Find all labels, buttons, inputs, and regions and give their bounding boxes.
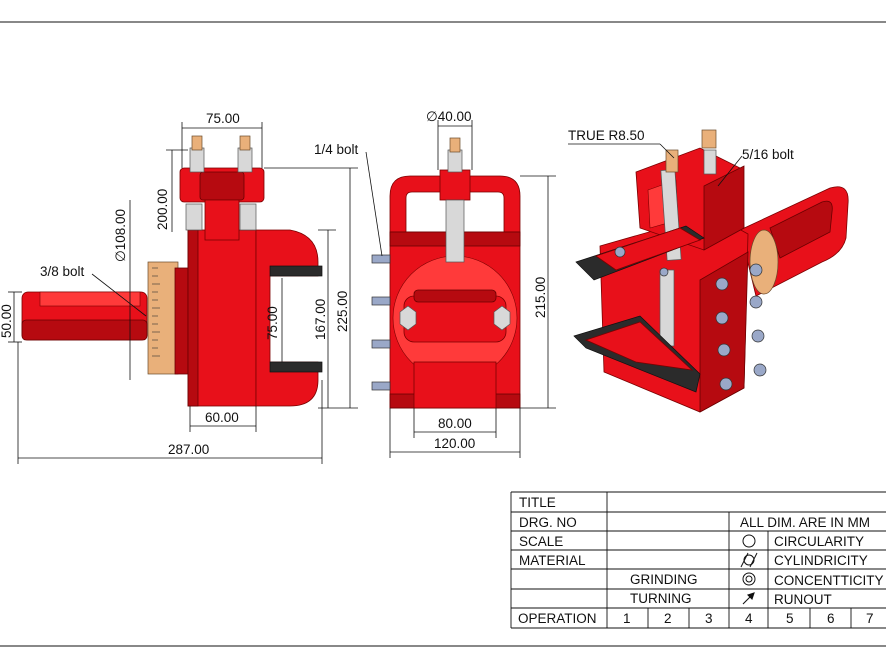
dim-side-60: 60.00 [205,410,239,425]
tb-scale-label: SCALE [519,534,563,549]
tb-op-2: 2 [664,611,672,626]
tb-turning: TURNING [630,591,692,606]
title-block: TITLE DRG. NO SCALE MATERIAL GRINDING TU… [510,491,886,629]
tb-op-4: 4 [745,611,753,626]
dim-side-left-50: 50.00 [0,304,14,338]
isometric-view: TRUE R8.50 5/16 bolt [568,128,849,413]
iso-side-bolts [715,263,767,391]
tb-cylindricity: CYLINDRICITY [774,553,868,568]
dim-front-215: 215.00 [533,277,548,318]
tb-operation-label: OPERATION [518,611,597,626]
tb-grinding: GRINDING [630,572,698,587]
dim-side-width-top: 75.00 [206,111,240,126]
dim-side-225: 225.00 [335,291,350,332]
tb-op-5: 5 [786,611,794,626]
tb-op-7: 7 [866,611,874,626]
tb-title-label: TITLE [519,495,556,510]
label-iso-radius: TRUE R8.50 [568,128,645,143]
front-view: 1/4 bolt ∅40.00 215.00 80.00 120.00 [314,109,556,458]
label-side-bolt-38: 3/8 bolt [40,264,85,279]
front-side-bolts [371,254,391,391]
dim-side-inner-75: 75.00 [265,306,280,340]
tb-op-6: 6 [827,611,835,626]
dim-front-80: 80.00 [438,416,472,431]
dial-ticks [152,267,160,357]
tb-concentricity: CONCENTTICITY [774,573,884,588]
circularity-symbol-icon [742,534,756,548]
tb-circularity: CIRCULARITY [774,534,864,549]
side-view: 75.00 200.00 ∅108.00 3/8 bolt 50.00 75.0… [0,111,358,464]
tb-drg-no-label: DRG. NO [519,515,577,530]
dim-front-120: 120.00 [434,436,475,451]
dim-side-dia-108: ∅108.00 [113,209,128,262]
tb-all-dim: ALL DIM. ARE IN MM [740,515,870,530]
cylindricity-symbol-icon [740,552,758,568]
dim-front-dia-40: ∅40.00 [426,109,472,124]
concentricity-symbol-icon [742,572,756,586]
dim-side-287: 287.00 [168,442,209,457]
tb-material-label: MATERIAL [519,553,586,568]
tb-runout: RUNOUT [774,592,832,607]
label-iso-bolt-516: 5/16 bolt [742,147,794,162]
label-front-bolt-14: 1/4 bolt [314,142,359,157]
dim-side-167: 167.00 [313,299,328,340]
tb-op-1: 1 [623,611,631,626]
runout-symbol-icon [742,592,755,605]
tb-op-3: 3 [705,611,713,626]
dim-side-height-200: 200.00 [155,189,170,230]
